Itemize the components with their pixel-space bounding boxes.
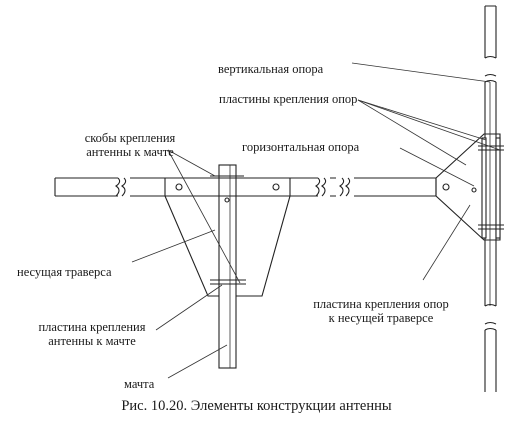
- label-support-plate-line2: к несущей траверсе: [328, 311, 434, 325]
- horizontal-beam-right: [339, 177, 436, 197]
- mast: [210, 164, 246, 369]
- label-mast-plate-line1: пластина крепления: [38, 320, 146, 334]
- label-mast-brackets: скобы крепления антенны к мачте: [66, 131, 194, 159]
- figure-caption: Рис. 10.20. Элементы конструкции антенны: [121, 398, 392, 414]
- label-mast-plate: пластина крепления антенны к мачте: [12, 320, 172, 348]
- label-mast: мачта: [124, 377, 155, 391]
- label-carrier-beam: несущая траверса: [17, 265, 112, 279]
- vertical-support: [478, 5, 504, 392]
- label-support-plate-line1: пластина крепления опор: [313, 297, 449, 311]
- label-support-plates: пластины крепления опор: [219, 92, 358, 106]
- label-support-plate: пластина крепления опор к несущей травер…: [272, 297, 490, 325]
- label-mast-brackets-line1: скобы крепления: [84, 131, 176, 145]
- leader-lines: [131, 62, 501, 379]
- label-horizontal-support: горизонтальная опора: [242, 140, 360, 154]
- label-mast-brackets-line2: антенны к мачте: [86, 145, 174, 159]
- label-mast-plate-line2: антенны к мачте: [48, 334, 136, 348]
- label-vertical-support: вертикальная опора: [218, 62, 324, 76]
